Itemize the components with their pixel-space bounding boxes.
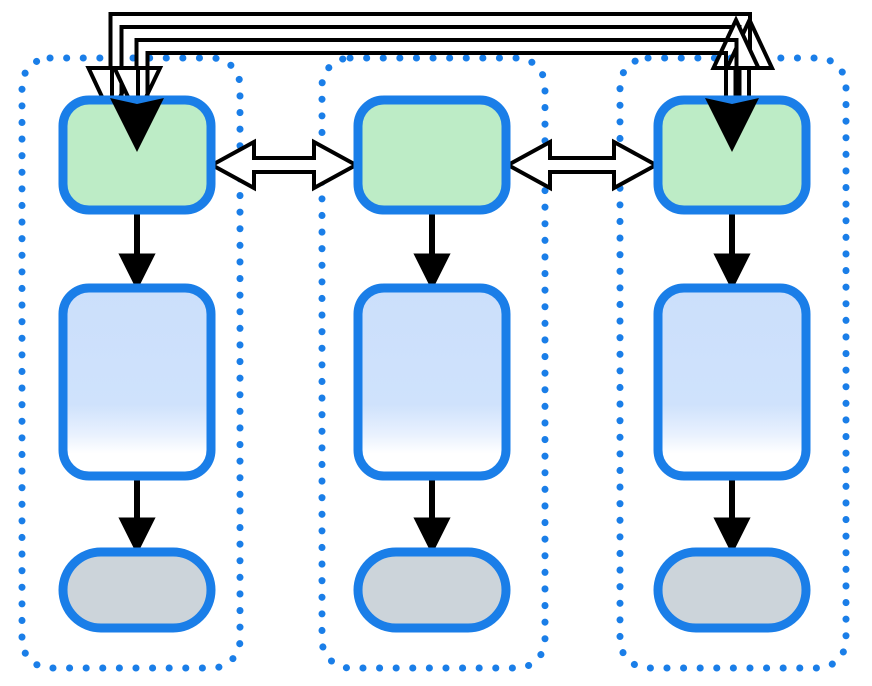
gray-pill-1[interactable]	[58, 547, 216, 633]
edge-green2-green3-bidirectional	[503, 138, 661, 192]
column-group-center	[318, 54, 549, 672]
blue-node-1[interactable]	[58, 283, 216, 481]
green-node-2[interactable]	[353, 95, 511, 215]
blue-node-3[interactable]	[653, 283, 811, 481]
column-group-left	[18, 54, 244, 672]
vertical-edges	[118, 210, 751, 555]
green-node-1[interactable]	[58, 95, 216, 215]
gray-pill-3[interactable]	[653, 547, 811, 633]
edge-green1-green2-bidirectional	[207, 138, 361, 192]
gray-pill-2[interactable]	[353, 547, 511, 633]
overlay-arrowheads	[110, 98, 759, 152]
blue-node-2[interactable]	[353, 283, 511, 481]
green-node-3[interactable]	[653, 95, 811, 215]
arrowhead-into-green3	[705, 98, 759, 152]
arrowhead-into-green1	[110, 98, 164, 152]
nodes	[58, 95, 811, 633]
